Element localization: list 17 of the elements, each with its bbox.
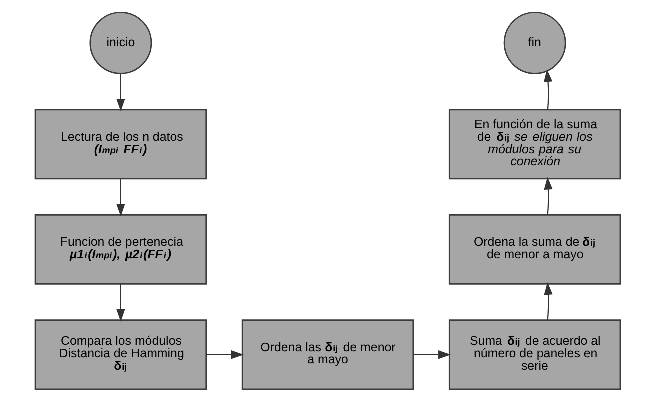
node-box: Ordena las δij de menor a mayo <box>241 320 414 390</box>
node-box: En función de la suma de δij se eliguen los módulos para su conexión <box>448 109 621 180</box>
arrow <box>116 179 125 217</box>
node-circle: fin <box>503 12 566 74</box>
arrow <box>413 350 450 360</box>
arrow <box>544 177 552 215</box>
node-box: Suma δij de acuerdo al número de paneles en serie <box>448 320 621 390</box>
node-box: Compara los módulos Distancia de Hamming δij <box>34 320 207 390</box>
arrow <box>544 282 552 320</box>
arrow <box>116 284 125 322</box>
arrow <box>206 350 244 360</box>
node-circle: inicio <box>89 12 152 74</box>
arrow <box>116 74 125 112</box>
node-box: Ordena la suma de δij de menor a mayo <box>448 214 621 285</box>
node-box: Lectura de los n datos (Impi FFi) <box>34 109 207 180</box>
node-box: Funcion de pertenecia µ1i(Impi), µ2i(FFi) <box>34 214 207 285</box>
arrow <box>543 70 552 110</box>
